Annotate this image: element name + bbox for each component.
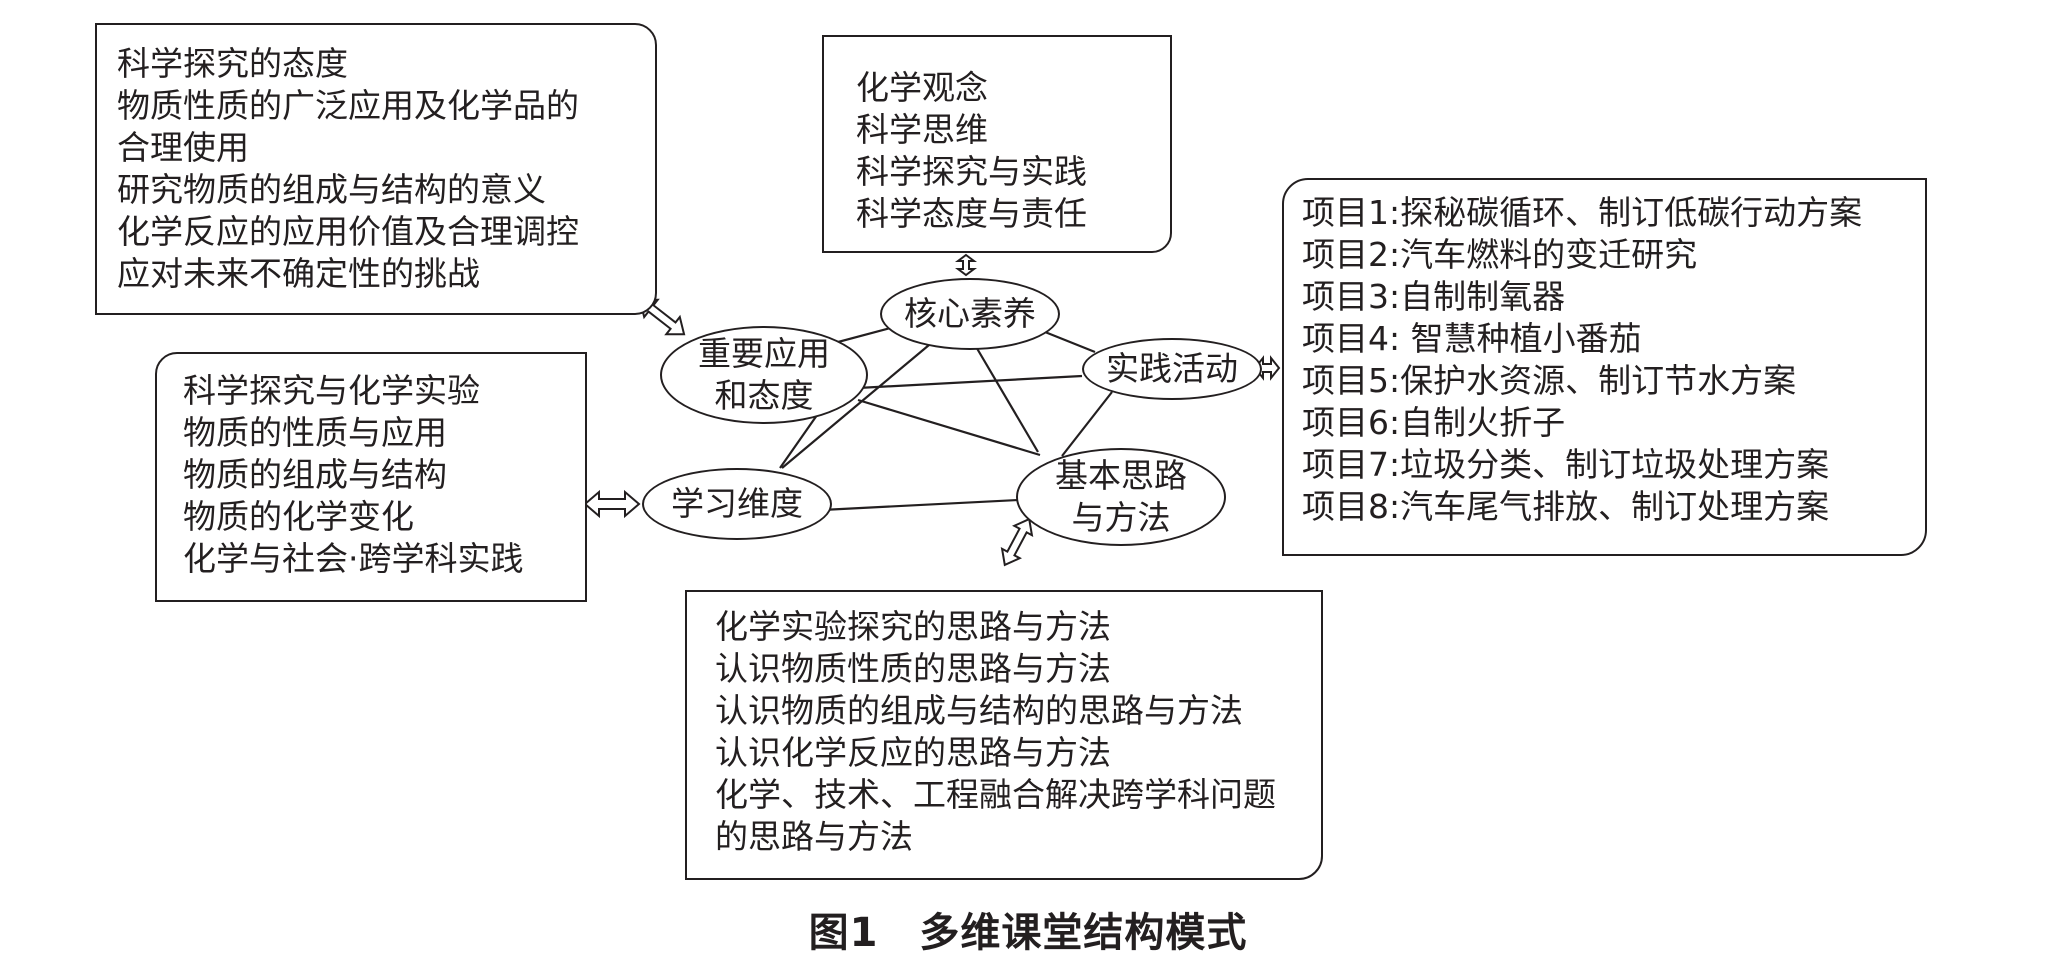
projects-box: 项目1:探秘碳循环、制订低碳行动方案 项目2:汽车燃料的变迁研究 项目3:自制制… xyxy=(1282,178,1927,556)
node-label: 重要应用 xyxy=(698,334,830,373)
learning-item: 物质的性质与应用 xyxy=(183,413,447,452)
node-practice-activity: 实践活动 xyxy=(1082,338,1262,400)
methods-item: 化学、技术、工程融合解决跨学科问题 xyxy=(715,775,1276,814)
learning-item: 物质的化学变化 xyxy=(183,497,414,536)
learning-item: 科学探究与化学实验 xyxy=(183,371,480,410)
project-item: 项目7:垃圾分类、制订垃圾处理方案 xyxy=(1302,445,1830,484)
project-item: 项目2:汽车燃料的变迁研究 xyxy=(1302,235,1698,274)
node-label: 学习维度 xyxy=(671,484,803,523)
node-basic-methods: 基本思路与方法 xyxy=(1016,448,1226,546)
edge-application-learning xyxy=(779,407,823,469)
node-label: 与方法 xyxy=(1071,498,1171,537)
edge-learning-methods xyxy=(821,498,1019,512)
core-literacy-item: 科学思维 xyxy=(856,110,988,149)
node-application-attitude: 重要应用和态度 xyxy=(660,326,868,424)
node-core-literacy: 核心素养 xyxy=(880,278,1060,350)
edge-application-methods xyxy=(857,398,1041,457)
attitude-item: 研究物质的组成与结构的意义 xyxy=(117,170,546,209)
double-arrow-icon xyxy=(583,489,641,519)
edge-practice-methods xyxy=(1061,391,1113,457)
project-item: 项目3:自制制氧器 xyxy=(1302,277,1566,316)
edge-application-practice xyxy=(857,374,1083,390)
core-literacy-item: 化学观念 xyxy=(856,68,988,107)
attitude-item: 化学反应的应用价值及合理调控 xyxy=(117,212,579,251)
attitude-box: 科学探究的态度 物质性质的广泛应用及化学品的 合理使用 研究物质的组成与结构的意… xyxy=(95,23,657,315)
core-literacy-box: 化学观念 科学思维 科学探究与实践 科学态度与责任 xyxy=(822,35,1172,253)
project-item: 项目1:探秘碳循环、制订低碳行动方案 xyxy=(1302,193,1863,232)
core-literacy-item: 科学探究与实践 xyxy=(856,152,1087,191)
learning-dimension-box: 科学探究与化学实验 物质的性质与应用 物质的组成与结构 物质的化学变化 化学与社… xyxy=(155,352,587,602)
attitude-item: 物质性质的广泛应用及化学品的 xyxy=(117,86,579,125)
node-label: 和态度 xyxy=(714,376,814,415)
learning-item: 物质的组成与结构 xyxy=(183,455,447,494)
learning-item: 化学与社会·跨学科实践 xyxy=(183,539,524,578)
project-item: 项目6:自制火折子 xyxy=(1302,403,1566,442)
node-learning-dimension: 学习维度 xyxy=(642,468,832,540)
methods-item: 认识物质性质的思路与方法 xyxy=(715,649,1111,688)
project-item: 项目4: 智慧种植小番茄 xyxy=(1302,319,1642,358)
methods-item: 认识化学反应的思路与方法 xyxy=(715,733,1111,772)
attitude-item: 应对未来不确定性的挑战 xyxy=(117,254,480,293)
methods-item: 的思路与方法 xyxy=(715,817,913,856)
node-label: 实践活动 xyxy=(1106,349,1238,388)
node-label: 核心素养 xyxy=(904,294,1036,333)
attitude-item: 合理使用 xyxy=(117,128,249,167)
methods-item: 认识物质的组成与结构的思路与方法 xyxy=(715,691,1243,730)
edge-core-practice xyxy=(1039,328,1096,354)
edge-core-methods xyxy=(974,344,1039,453)
edge-core-learning xyxy=(781,339,936,469)
double-arrow-icon xyxy=(638,298,686,336)
figure-caption: 图1 多维课堂结构模式 xyxy=(808,910,1248,956)
project-item: 项目8:汽车尾气排放、制订处理方案 xyxy=(1302,487,1830,526)
attitude-item: 科学探究的态度 xyxy=(117,44,348,83)
methods-item: 化学实验探究的思路与方法 xyxy=(715,607,1111,646)
methods-box: 化学实验探究的思路与方法 认识物质性质的思路与方法 认识物质的组成与结构的思路与… xyxy=(685,590,1323,880)
core-literacy-item: 科学态度与责任 xyxy=(856,194,1087,233)
project-item: 项目5:保护水资源、制订节水方案 xyxy=(1302,361,1797,400)
node-label: 基本思路 xyxy=(1055,456,1187,495)
double-arrow-icon xyxy=(955,253,977,277)
